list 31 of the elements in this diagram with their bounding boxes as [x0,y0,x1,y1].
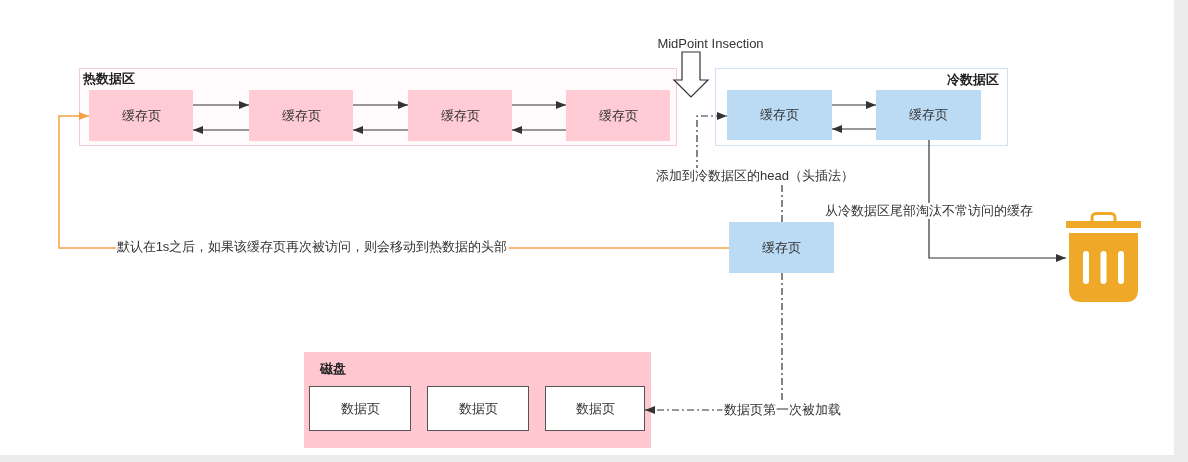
connector-arrow [511,101,567,109]
zone-title: 冷数据区 [947,72,999,88]
cache-page-box: 缓存页 [876,90,981,140]
cache-page-box: 缓存页 [89,90,193,141]
cache-page-box: 缓存页 [727,90,832,140]
connector-arrow [192,101,250,109]
disk-title: 磁盘 [320,361,346,377]
connector-arrow [831,101,877,109]
connector-arrow [352,126,409,134]
connector-arrow [511,126,567,134]
zone-panel [715,68,1008,146]
data-page-box: 数据页 [427,386,529,431]
edge-label: 默认在1s之后，如果该缓存页再次被访问，则会移动到热数据的头部 [115,239,509,255]
edge-label: 数据页第一次被加载 [722,402,842,418]
cache-page-box: 缓存页 [566,90,670,141]
cache-page-box: 缓存页 [249,90,353,141]
trash-can-icon [1066,212,1141,302]
midpoint-label: MidPoint Insection [650,35,771,52]
data-page-box: 数据页 [545,386,645,431]
cache-page-box: 缓存页 [408,90,512,141]
cache-page-box: 缓存页 [729,222,834,273]
connector-arrow [928,139,1067,262]
connector-arrow [352,101,409,109]
zone-title: 热数据区 [83,71,135,87]
edge-label: 从冷数据区尾部淘汰不常访问的缓存 [824,203,1034,219]
connector-arrow [192,126,250,134]
disk-panel [304,352,651,448]
data-page-box: 数据页 [309,386,411,431]
connector-arrow [831,125,877,133]
zone-panel [79,68,677,146]
block-arrow [672,51,710,98]
